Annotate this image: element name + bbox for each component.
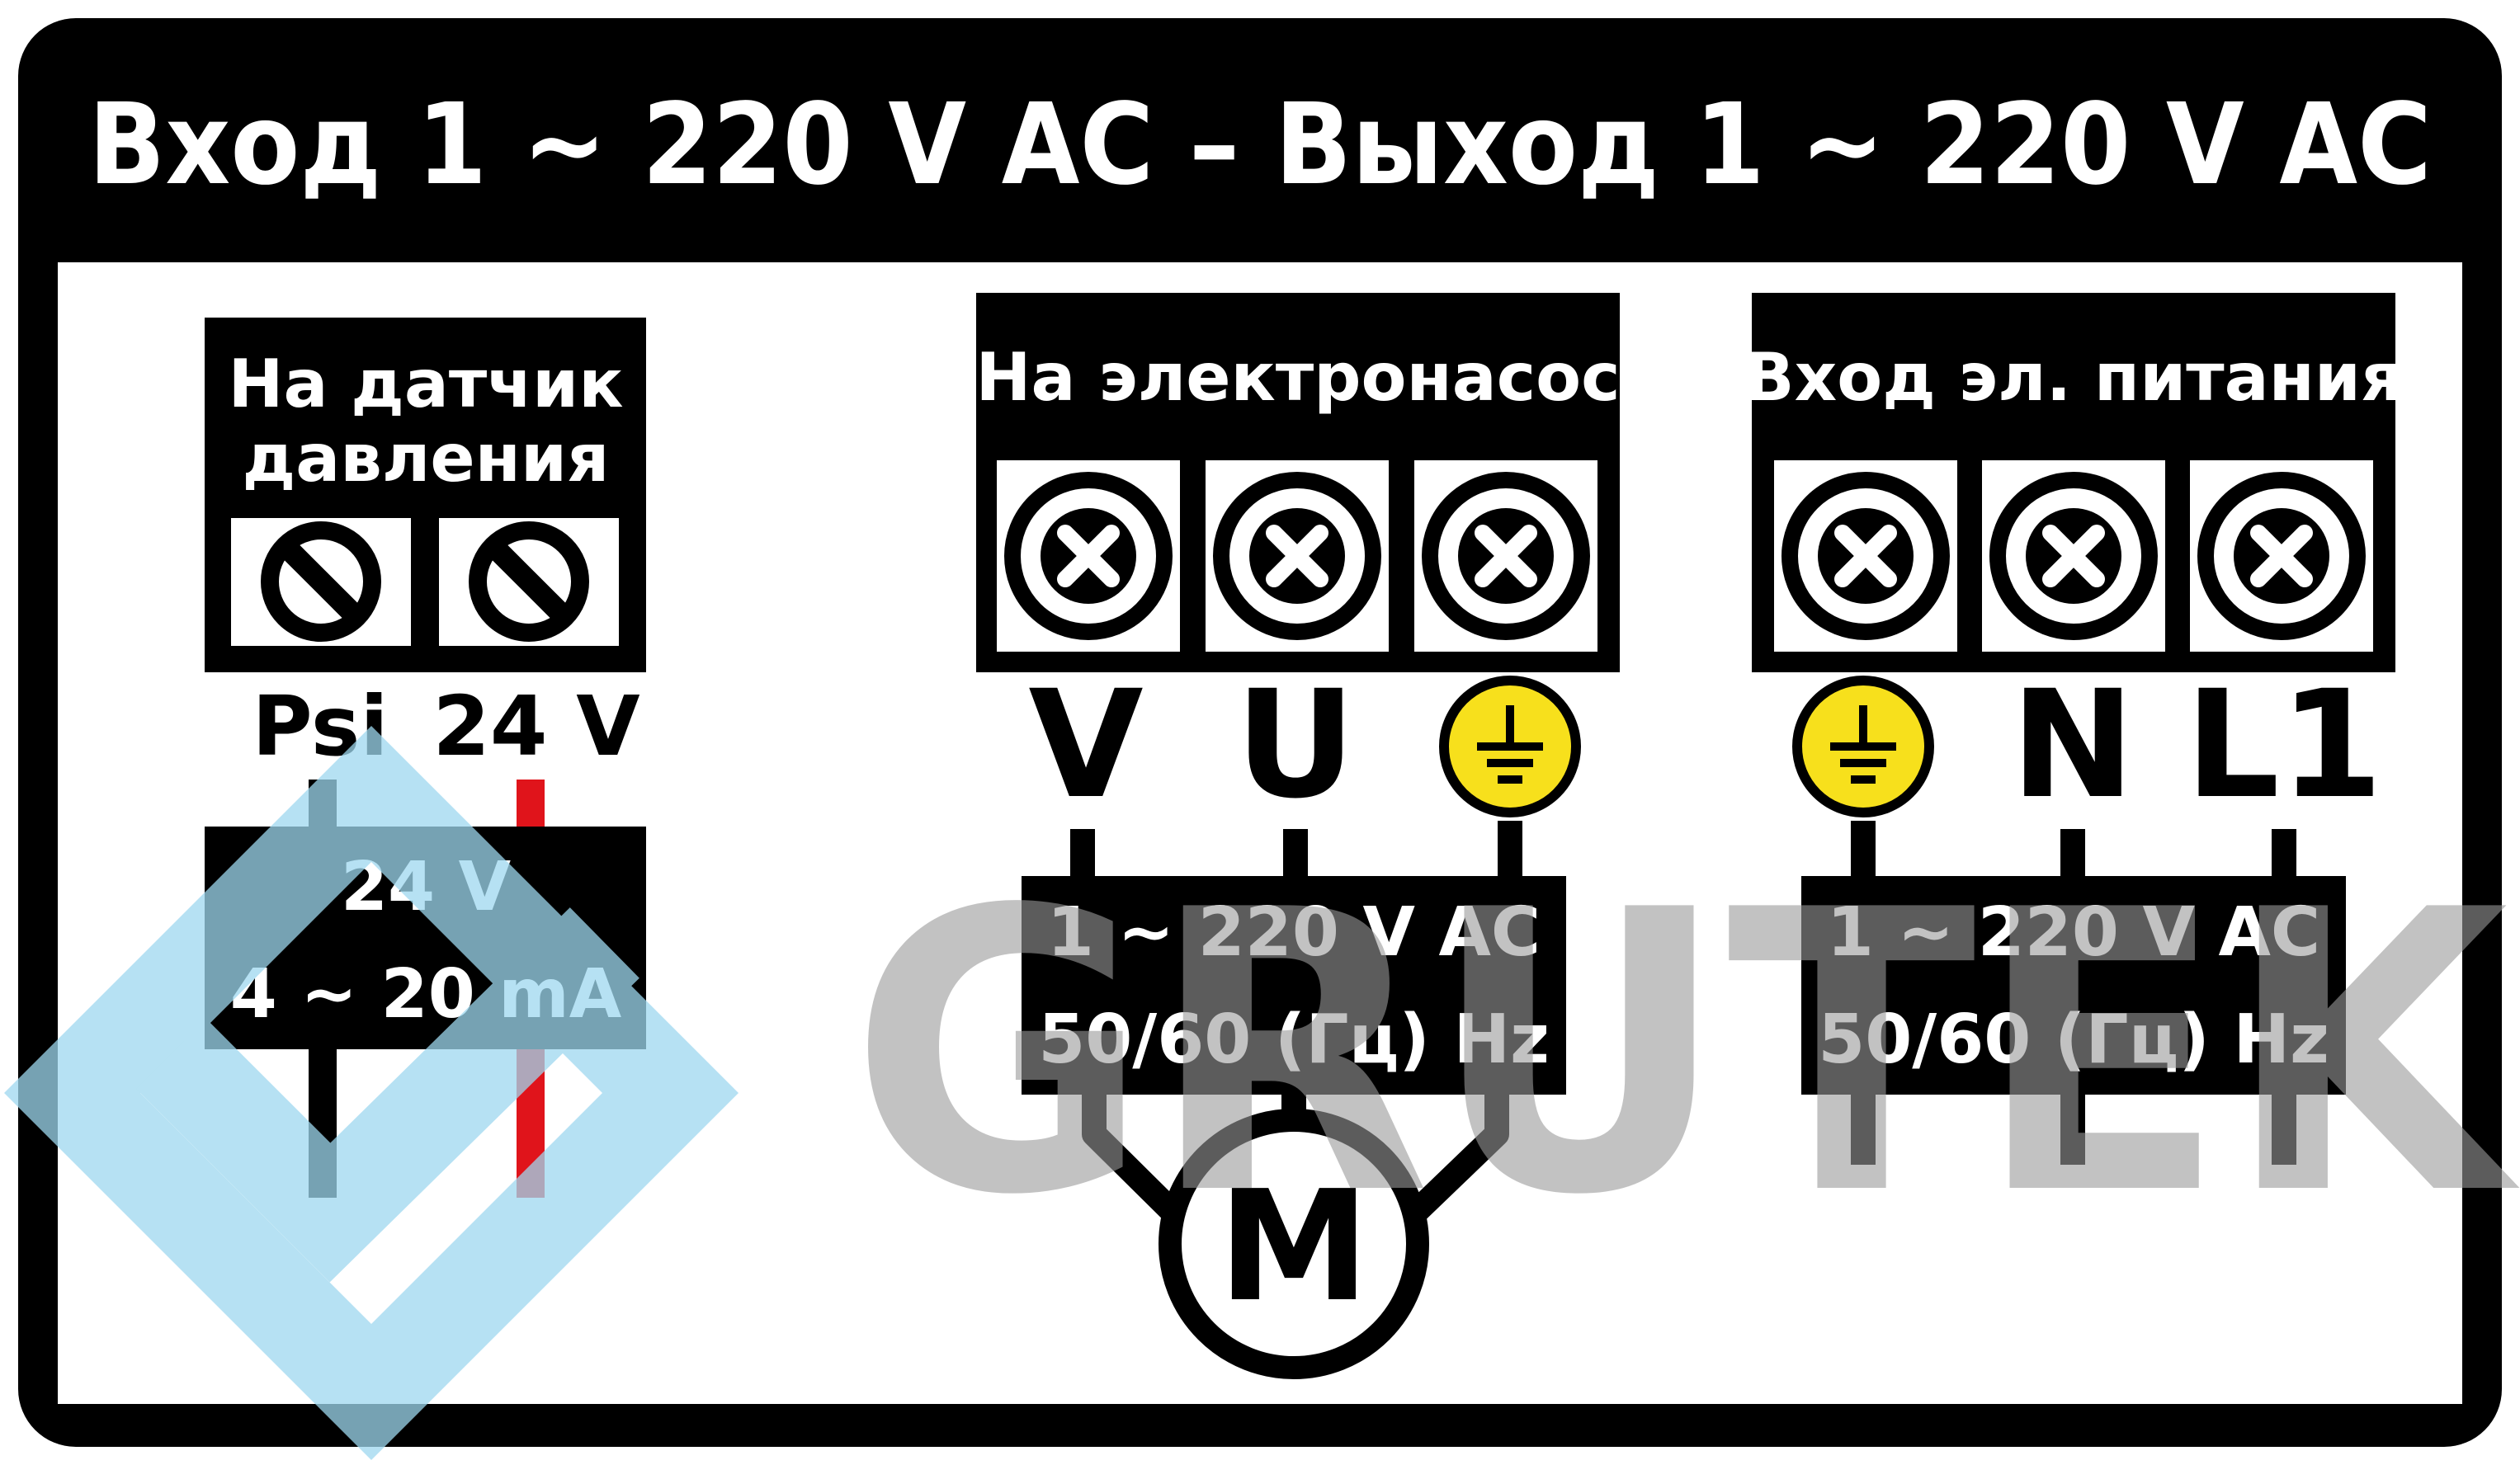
pump-spec-voltage: 1 ~ 220 V AC: [1047, 893, 1541, 972]
power-block: Вход эл. питания N L1: [1744, 293, 2404, 1165]
pump-spec-frequency: 50/60 (Гц) Hz: [1038, 1001, 1550, 1079]
terminal-label-u: U: [1235, 659, 1356, 831]
cross-screw-icon: [1213, 472, 1381, 640]
motor-lead-left: [1082, 1095, 1189, 1228]
power-spec-frequency: 50/60 (Гц) Hz: [1818, 1001, 2329, 1079]
sensor-heading-line1: На датчик: [228, 346, 623, 422]
watermark-logo-icon: [4, 726, 739, 1460]
cross-screw-icon: [2197, 472, 2366, 640]
cross-screw-icon: [1781, 472, 1950, 640]
power-spec-voltage: 1 ~ 220 V AC: [1827, 893, 2320, 972]
terminal-label-n: N: [2011, 659, 2135, 831]
slot-screw-icon: [261, 521, 381, 642]
watermark-text: GRUTEK: [850, 828, 2520, 1279]
pump-block: На электронасос V U: [975, 293, 1621, 1379]
terminal-label-24v: 24 V: [432, 678, 639, 775]
cross-screw-icon: [1004, 472, 1173, 640]
watermark: GRUTEK: [4, 726, 2520, 1460]
cross-screw-icon: [1989, 472, 2158, 640]
ground-icon: [1792, 676, 1934, 817]
pump-heading: На электронасос: [975, 339, 1620, 416]
ground-icon: [1439, 676, 1581, 817]
pump-spec-box: [1022, 876, 1566, 1095]
terminal-label-v: V: [1028, 659, 1143, 831]
page-title: Вход 1 ~ 220 V AC – Выход 1 ~ 220 V AC: [88, 80, 2432, 210]
slot-screw-icon: [469, 521, 589, 642]
motor-icon: M: [1159, 1109, 1429, 1379]
terminal-label-l1: L1: [2185, 659, 2383, 831]
sensor-heading-line2: давления: [243, 420, 610, 497]
power-spec-box: [1801, 876, 2346, 1095]
motor-label: M: [1218, 1157, 1370, 1335]
power-heading: Вход эл. питания: [1744, 339, 2404, 416]
cross-screw-icon: [1422, 472, 1590, 640]
motor-lead-right: [1399, 1095, 1509, 1228]
